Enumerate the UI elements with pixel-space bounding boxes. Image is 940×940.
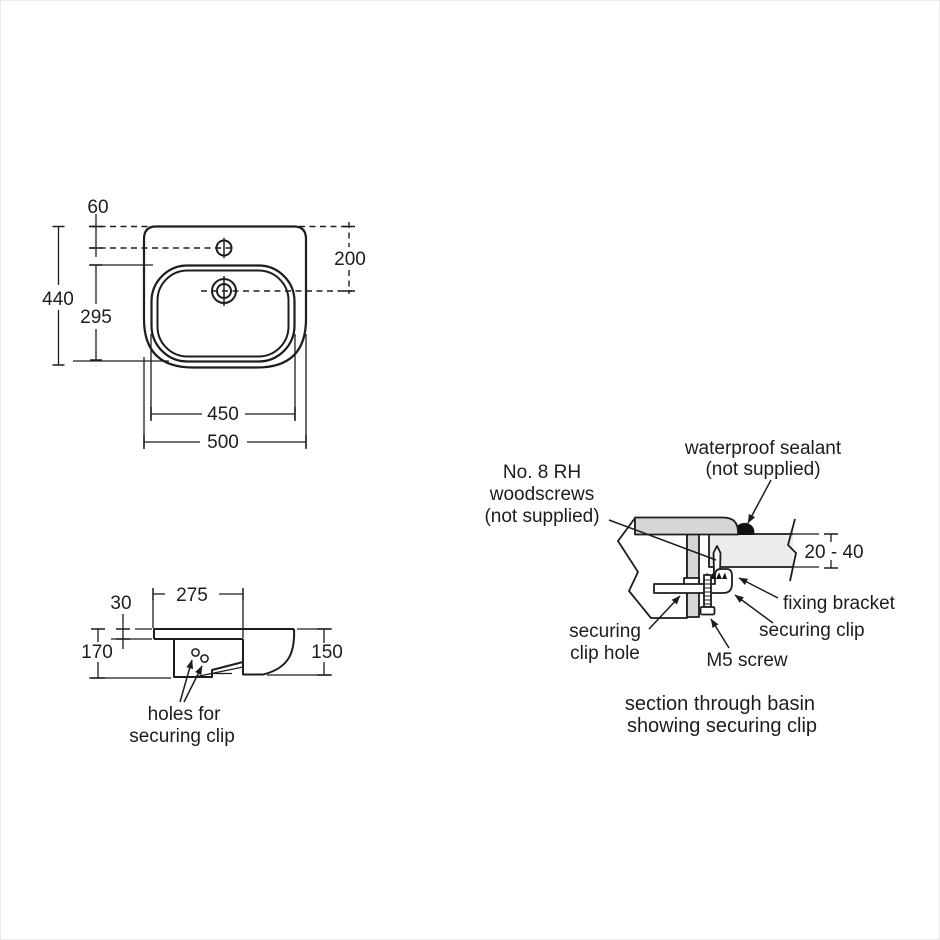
holes-leader-right bbox=[183, 665, 203, 703]
dim-450-label: 450 bbox=[207, 404, 239, 425]
sealant-label-line1: waterproof sealant bbox=[684, 438, 842, 459]
rim-profile bbox=[153, 628, 294, 639]
dim-30-label: 30 bbox=[110, 593, 131, 614]
fixing-bracket-label: fixing bracket bbox=[783, 593, 896, 614]
dim-200: 200 bbox=[334, 222, 366, 294]
sealant-label-line2: (not supplied) bbox=[705, 459, 820, 480]
dim-295: 295 bbox=[80, 264, 112, 361]
dim-275-label: 275 bbox=[176, 585, 208, 606]
plan-view: 60 200 440 295 bbox=[42, 197, 366, 453]
dim-440: 440 bbox=[42, 225, 74, 366]
m5-screw-arrow bbox=[710, 618, 730, 649]
dim-500-label: 500 bbox=[207, 432, 239, 453]
dim-275: 275 bbox=[152, 585, 244, 638]
dim-30: 30 bbox=[110, 593, 152, 649]
section-caption-line2: showing securing clip bbox=[627, 715, 817, 737]
dim-170: 170 bbox=[81, 628, 171, 679]
section-view: 20 - 40 waterproof sealant (not supplied… bbox=[484, 438, 895, 737]
bowl-profile bbox=[173, 639, 244, 678]
side-view: holes for securing clip 275 30 bbox=[81, 585, 343, 747]
fixing-bracket-teeth bbox=[704, 572, 727, 579]
securing-clip-hole-right bbox=[200, 654, 209, 663]
sealant bbox=[735, 522, 755, 535]
dim-440-label: 440 bbox=[42, 289, 74, 310]
holes-leader-left bbox=[179, 659, 194, 703]
dim-150-label: 150 bbox=[311, 642, 343, 663]
woodscrews-label-line2: woodscrews bbox=[489, 484, 595, 505]
clip-hole-label-line2: clip hole bbox=[570, 643, 640, 664]
woodscrews-label-line3: (not supplied) bbox=[484, 506, 599, 527]
bowl-outline-inner bbox=[156, 269, 290, 358]
dim-150: 150 bbox=[267, 628, 343, 676]
bowl-inner-slope bbox=[196, 666, 244, 678]
securing-clip-arrow bbox=[734, 594, 774, 624]
basin-back-leg bbox=[686, 531, 700, 618]
dim-60-label: 60 bbox=[87, 197, 108, 218]
front-profile bbox=[242, 628, 296, 676]
m5-screw bbox=[699, 574, 716, 616]
basin-outline bbox=[142, 225, 308, 369]
dim-20-40-label: 20 - 40 bbox=[804, 542, 863, 563]
worktop bbox=[708, 533, 793, 568]
clip-hole-arrow bbox=[648, 595, 681, 630]
woodscrews-label-line1: No. 8 RH bbox=[503, 462, 581, 483]
dim-295-label: 295 bbox=[80, 307, 112, 328]
dim-500: 500 bbox=[143, 334, 307, 453]
dim-450: 450 bbox=[150, 334, 296, 425]
securing-clip-hole-left bbox=[191, 648, 200, 657]
m5-screw-label: M5 screw bbox=[706, 650, 788, 671]
dim-200-label: 200 bbox=[334, 249, 366, 270]
section-caption-line1: section through basin bbox=[625, 693, 815, 715]
holes-label-line1: holes for bbox=[148, 704, 222, 725]
woodscrews-leader bbox=[608, 519, 717, 561]
dim-60: 60 bbox=[87, 197, 109, 257]
bowl-outline-outer bbox=[150, 264, 296, 363]
sealant-arrow bbox=[747, 479, 772, 524]
securing-clip-label: securing clip bbox=[759, 620, 865, 641]
dim-170-label: 170 bbox=[81, 642, 113, 663]
m5-screw-head bbox=[699, 606, 716, 616]
holes-label-line2: securing clip bbox=[129, 726, 235, 747]
fixing-bracket-arrow bbox=[738, 577, 779, 599]
basin-rim-section bbox=[634, 516, 739, 536]
clip-hole-label-line1: securing bbox=[569, 621, 641, 642]
securing-clip bbox=[653, 568, 733, 594]
dim-20-40: 20 - 40 bbox=[791, 533, 864, 569]
